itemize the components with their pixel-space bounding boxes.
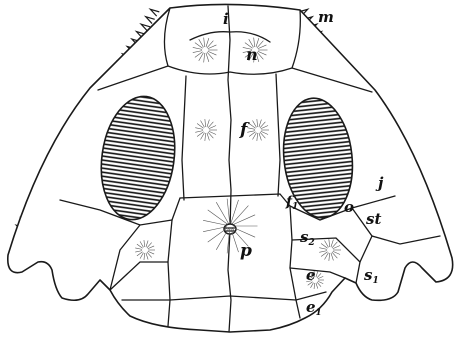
skull-outline — [8, 4, 453, 332]
label-st: st — [366, 210, 381, 228]
label-n: n — [246, 45, 258, 64]
label-p: p — [240, 241, 252, 261]
tooth — [150, 9, 159, 16]
label-o: o — [344, 198, 354, 216]
label-i: i — [223, 10, 229, 28]
tooth — [146, 17, 155, 24]
label-e: e — [306, 266, 316, 284]
label-m: m — [318, 8, 334, 26]
